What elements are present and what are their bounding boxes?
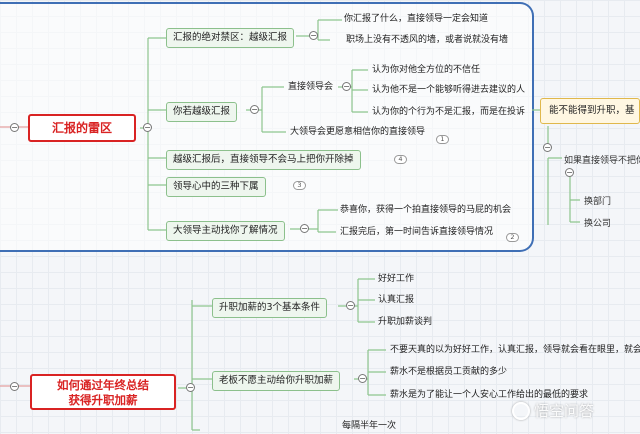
right-leaf-node[interactable]: 换公司 <box>584 219 612 229</box>
collapse-toggle[interactable]: − <box>10 123 19 132</box>
leaf-node[interactable]: 职场上没有不透风的墙，或者说就没有墙 <box>346 35 509 45</box>
branch-node[interactable]: 你若越级汇报 <box>166 102 238 122</box>
watermark-text: 悟空问答 <box>534 402 595 420</box>
branch-node[interactable]: 老板不愿主动给你升职加薪 <box>212 371 341 391</box>
leaf-node[interactable]: 好好工作 <box>378 274 415 284</box>
collapse-toggle[interactable]: − <box>186 383 195 392</box>
wukong-logo-icon <box>512 401 530 420</box>
collapse-toggle[interactable]: − <box>346 301 355 310</box>
collapse-toggle[interactable]: − <box>342 82 351 91</box>
branch-node[interactable]: 领导心中的三种下属 <box>166 177 266 197</box>
right-leaf-node[interactable]: 换部门 <box>584 197 612 207</box>
leaf-node[interactable]: 认为你对他全方位的不信任 <box>372 65 481 75</box>
leaf-node[interactable]: 升职加薪谈判 <box>378 317 433 327</box>
leaf-node[interactable]: 不要天真的以为好好工作，认真汇报，领导就会看在眼里，就会 <box>390 345 640 355</box>
leaf-node[interactable]: 认为你的个行为不是汇报，而是在投诉 <box>372 107 526 117</box>
leaf-node[interactable]: 大领导会更愿意相信你的直接领导 <box>290 127 426 137</box>
right-branch-node[interactable]: 能不能得到升职，基 <box>540 98 640 124</box>
root-title-line-1: 如何通过年终总结 <box>57 378 149 392</box>
leaf-node[interactable]: 认为他不是一个能够听得进去建议的人 <box>372 85 526 95</box>
collapse-toggle[interactable]: − <box>10 382 19 391</box>
collapse-toggle[interactable]: − <box>309 31 318 40</box>
root-title-line-2: 获得升职加薪 <box>68 393 138 407</box>
collapsed-count-badge[interactable]: 3 <box>293 181 306 190</box>
sub-branch-node[interactable]: 直接领导会 <box>288 82 334 92</box>
leaf-node[interactable]: 恭喜你，获得一个拍直接领导的马屁的机会 <box>340 205 512 215</box>
branch-node[interactable]: 越级汇报后，直接领导不会马上把你开除掉 <box>166 150 361 170</box>
collapsed-count-badge[interactable]: 4 <box>394 155 407 164</box>
collapse-toggle[interactable]: − <box>358 374 367 383</box>
leaf-node[interactable]: 你汇报了什么，直接领导一定会知道 <box>344 14 489 24</box>
leaf-node[interactable]: 薪水是为了能让一个人安心工作给出的最低的要求 <box>390 390 589 400</box>
collapse-toggle[interactable]: − <box>250 105 259 114</box>
collapse-toggle[interactable]: − <box>300 224 309 233</box>
leaf-node[interactable]: 汇报完后，第一时间告诉直接领导情况 <box>340 227 494 237</box>
leaf-node[interactable]: 认真汇报 <box>378 295 415 305</box>
branch-node[interactable]: 升职加薪的3个基本条件 <box>212 298 328 318</box>
collapsed-count-badge[interactable]: 2 <box>506 233 519 242</box>
branch-node[interactable]: 汇报的绝对禁区：越级汇报 <box>166 28 295 48</box>
root-node-year-end-summary[interactable]: 如何通过年终总结 获得升职加薪 <box>30 374 176 410</box>
root-node-reporting-minefield[interactable]: 汇报的雷区 <box>28 114 136 142</box>
branch-node[interactable]: 大领导主动找你了解情况 <box>166 221 285 241</box>
right-sub-node[interactable]: 如果直接领导不把你 <box>564 156 640 166</box>
collapse-toggle[interactable]: − <box>143 123 152 132</box>
collapse-toggle[interactable]: − <box>543 143 552 152</box>
watermark: 悟空问答 <box>512 400 594 421</box>
leaf-node[interactable]: 薪水不是根据员工贡献的多少 <box>390 367 508 377</box>
collapse-toggle[interactable]: − <box>565 168 574 177</box>
collapsed-count-badge[interactable]: 1 <box>436 135 449 144</box>
leaf-node[interactable]: 每隔半年一次 <box>342 421 397 431</box>
